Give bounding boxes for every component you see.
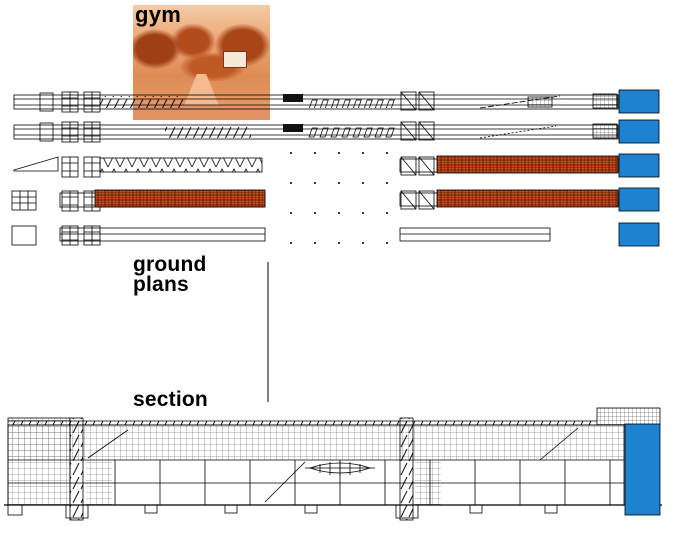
- footing: [65, 504, 89, 519]
- blue-block-4: [618, 187, 660, 212]
- section-label: section: [133, 388, 208, 411]
- lower-mullions: [114, 460, 611, 505]
- footing: [469, 504, 483, 514]
- section-drawing-group: [4, 407, 662, 521]
- photo-trees: [133, 17, 270, 81]
- roof-step: [596, 407, 661, 426]
- zigzag-band: [99, 157, 263, 173]
- footing: [544, 504, 558, 514]
- column-grid-dots: [272, 144, 398, 252]
- footing: [395, 504, 419, 519]
- footing: [7, 504, 23, 516]
- orange-bar-2: [94, 189, 266, 208]
- blue-block-2: [618, 119, 660, 144]
- blue-block-3: [618, 153, 660, 178]
- gym-caption: gym: [135, 2, 182, 27]
- plan-row-1: [13, 89, 660, 114]
- footing: [304, 504, 318, 514]
- ground-plans-label: ground plans: [133, 253, 207, 297]
- wall-hatch: [100, 96, 184, 108]
- core-block: [283, 124, 303, 132]
- window-band: [308, 126, 396, 138]
- wedge-end: [13, 156, 59, 172]
- blue-block-5: [618, 222, 660, 247]
- orange-bar-1: [436, 155, 619, 174]
- blue-tower: [624, 423, 661, 516]
- ramp-line: [479, 125, 557, 139]
- plan-row-2: [13, 119, 660, 144]
- plan-row-3: [13, 153, 660, 178]
- core-wall-left: [69, 417, 84, 521]
- stair-diagonal: [539, 427, 579, 461]
- wall-hatch: [165, 126, 251, 138]
- orange-bar-3: [436, 189, 619, 208]
- footing: [224, 504, 238, 514]
- stair-diagonal: [264, 461, 306, 503]
- photo-billboard: [223, 51, 247, 69]
- roof-truss: [8, 421, 597, 425]
- plan-row-4: [11, 187, 660, 212]
- footing: [144, 504, 158, 514]
- left-block: [7, 417, 71, 506]
- core-block: [283, 94, 303, 102]
- window-band: [308, 96, 396, 108]
- core-wall-right: [399, 417, 414, 521]
- plan-row-5: [11, 222, 660, 247]
- blue-block-1: [618, 89, 660, 114]
- stair-diagonal: [87, 429, 129, 459]
- upper-facade-grid: [8, 425, 624, 460]
